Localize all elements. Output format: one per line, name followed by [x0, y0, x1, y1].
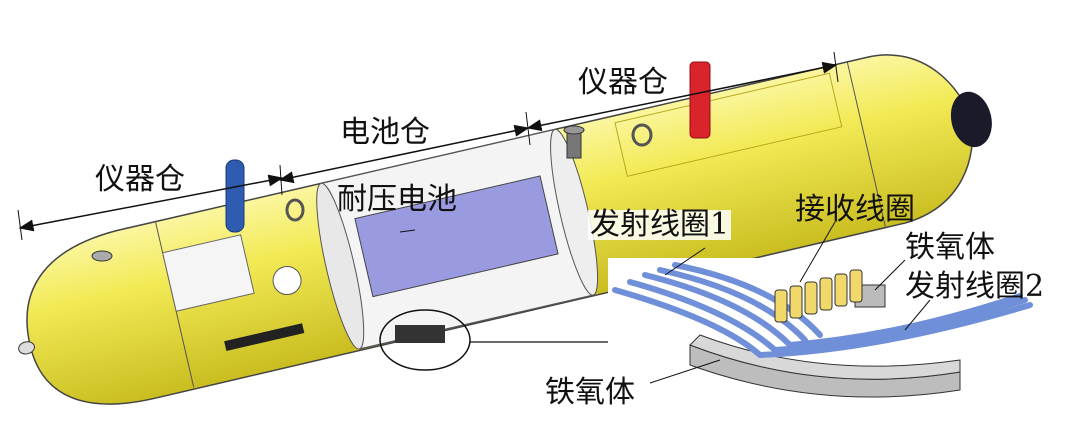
label-transmit-coil-1: 发射线圈1 — [588, 207, 732, 242]
auv-hull — [18, 54, 992, 405]
label-receive-coil: 接收线圈 — [795, 192, 915, 227]
label-ferrite-bottom: 铁氧体 — [545, 375, 635, 410]
red-antenna — [689, 61, 711, 139]
label-instrument-bay-left: 仪器仓 — [95, 162, 185, 197]
label-ferrite-top: 铁氧体 — [905, 230, 995, 265]
pressure-battery — [354, 175, 559, 298]
transmit-coils — [612, 262, 1033, 358]
label-instrument-bay-right: 仪器仓 — [578, 65, 668, 100]
label-battery-bay: 电池仓 — [340, 115, 430, 150]
receive-coil — [774, 269, 863, 323]
coil-inset — [608, 221, 1060, 406]
label-pressure-battery: 耐压电池 — [337, 182, 457, 217]
propeller — [950, 91, 992, 148]
blue-antenna — [225, 159, 245, 233]
label-transmit-coil-2: 发射线圈2 — [905, 269, 1045, 304]
